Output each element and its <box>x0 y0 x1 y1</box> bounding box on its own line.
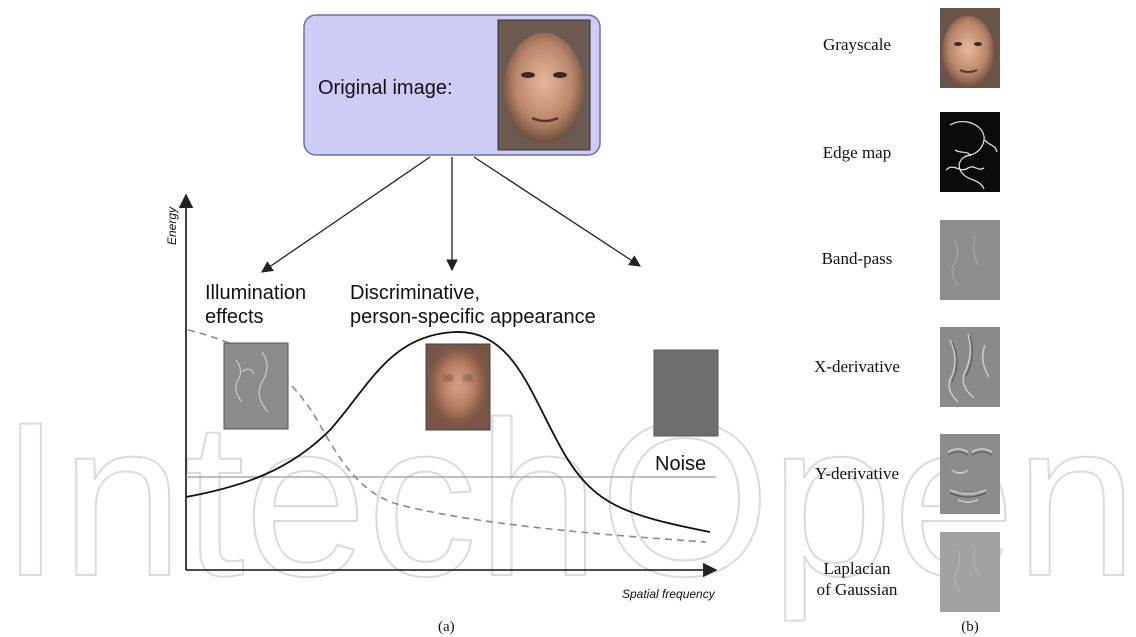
arrow-to-noise <box>473 156 641 267</box>
blurred-face-thumbnail <box>425 343 491 431</box>
original-face-photo <box>497 19 591 151</box>
illumination-thumbnail <box>223 342 289 430</box>
y-derivative-label: Y-derivative <box>815 464 899 483</box>
laplacian-thumbnail <box>940 532 1000 612</box>
original-image-box: Original image: <box>303 14 601 156</box>
edge-map-thumbnail <box>940 112 1000 192</box>
edge-map-label: Edge map <box>823 143 891 162</box>
panel-a: Original image: Energy Spatial frequency <box>165 14 719 635</box>
x-derivative-label: X-derivative <box>814 357 900 376</box>
panel-b-caption: (b) <box>961 619 979 635</box>
y-axis-label: Energy <box>165 206 179 245</box>
y-derivative-thumbnail <box>940 434 1000 514</box>
grayscale-face-thumbnail <box>940 8 1000 88</box>
noise-thumbnail <box>653 349 719 437</box>
illumination-label-line2: effects <box>205 306 264 328</box>
discriminative-label-line1: Discriminative, <box>350 282 480 304</box>
band-pass-label: Band-pass <box>822 249 893 268</box>
laplacian-label-line1: Laplacian <box>823 559 891 578</box>
arrow-to-illumination <box>261 156 431 273</box>
noise-label: Noise <box>655 453 706 475</box>
panel-a-caption: (a) <box>438 619 455 635</box>
original-image-label: Original image: <box>318 77 453 99</box>
laplacian-label-line2: of Gaussian <box>817 580 898 599</box>
discriminative-energy-curve <box>185 331 711 533</box>
grayscale-label: Grayscale <box>823 35 891 54</box>
x-axis-label: Spatial frequency <box>622 587 716 601</box>
panel-b: Grayscale Edge map Band-pass X-derivativ… <box>814 8 1000 635</box>
discriminative-label-line2: person-specific appearance <box>350 306 596 328</box>
illumination-label-line1: Illumination <box>205 282 306 304</box>
band-pass-thumbnail <box>940 220 1000 300</box>
x-derivative-thumbnail <box>940 327 1000 407</box>
